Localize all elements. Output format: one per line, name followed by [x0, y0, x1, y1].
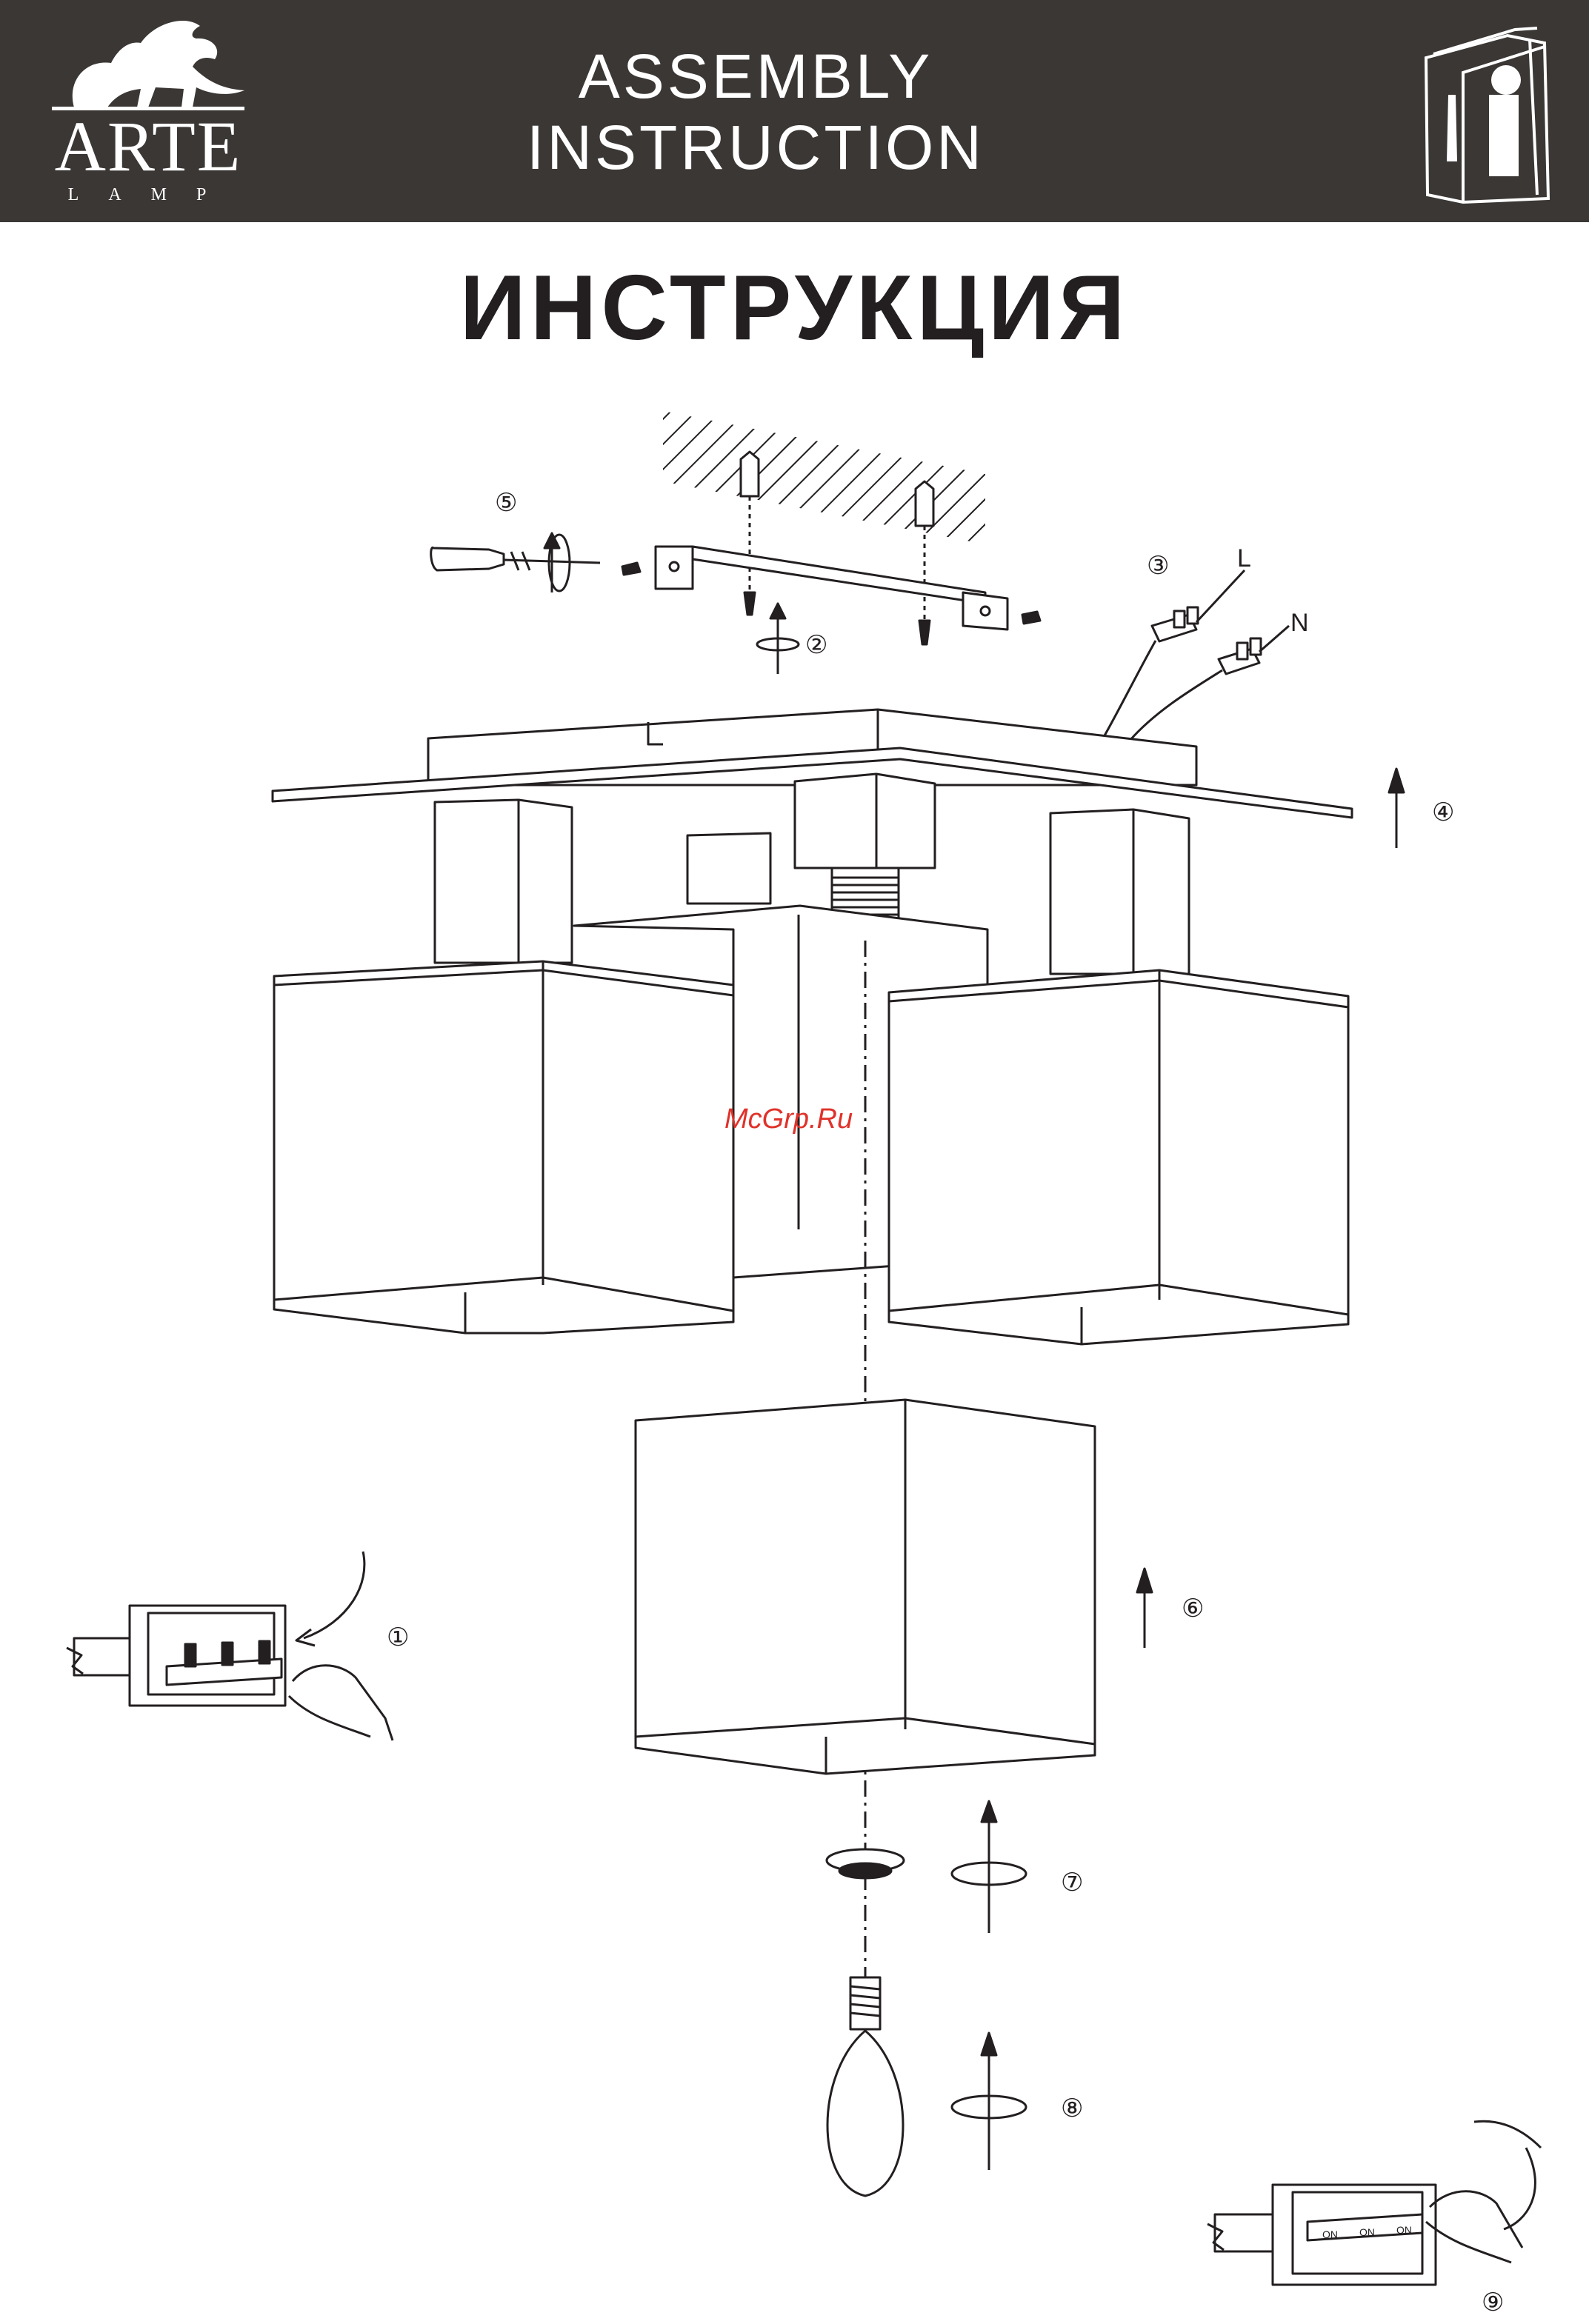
- watermark: McGrp.Ru: [724, 1103, 853, 1135]
- wall-anchor-1: [741, 452, 759, 615]
- switch-on-3: ON: [1396, 2224, 1412, 2236]
- ring-nut: [827, 1849, 904, 1878]
- rotate-arrow-7: [952, 1801, 1026, 1933]
- screw-2: [919, 621, 930, 644]
- up-arrow-6: [1137, 1569, 1152, 1648]
- switch-panel-on: [1207, 2121, 1541, 2285]
- ceiling-hatch: [663, 411, 985, 544]
- shade-left: [274, 800, 733, 1333]
- curved-arrow-icon-9: [1474, 2121, 1541, 2229]
- shade-right: [889, 809, 1348, 1344]
- switch-on-1: ON: [1322, 2228, 1338, 2240]
- supply-wires: [1104, 641, 1222, 741]
- terminal-block-live: [1152, 570, 1245, 641]
- curved-arrow-icon: [296, 1552, 364, 1646]
- switch-panel-off: [67, 1552, 393, 1740]
- step-label-4: ④: [1432, 798, 1454, 827]
- mounting-bracket: [656, 547, 1007, 630]
- step-label-1: ①: [387, 1623, 409, 1652]
- screwdriver-icon: [431, 547, 600, 570]
- hand-icon: [289, 1666, 393, 1740]
- side-screw-left: [622, 563, 640, 575]
- up-arrow-4: [1389, 769, 1404, 848]
- step-label-6: ⑥: [1182, 1595, 1204, 1623]
- side-screw-right: [1022, 612, 1040, 624]
- light-bulb-icon: [827, 1977, 903, 2196]
- step-label-8: ⑧: [1061, 2094, 1083, 2123]
- shade-bottom: [636, 1400, 1095, 1774]
- rotate-arrow-2: [757, 604, 799, 674]
- wire-label-live: L: [1237, 544, 1251, 572]
- step-label-9: ⑨: [1482, 2288, 1504, 2317]
- step-label-3: ③: [1147, 552, 1169, 580]
- screw-1: [744, 592, 755, 615]
- step-label-7: ⑦: [1061, 1869, 1083, 1897]
- wire-label-neutral: N: [1290, 609, 1309, 637]
- switch-on-2: ON: [1359, 2226, 1375, 2238]
- terminal-block-neutral: [1219, 626, 1289, 674]
- step-label-2: ②: [805, 631, 827, 659]
- step-label-5: ⑤: [495, 489, 517, 517]
- rotate-arrow-8: [952, 2033, 1026, 2170]
